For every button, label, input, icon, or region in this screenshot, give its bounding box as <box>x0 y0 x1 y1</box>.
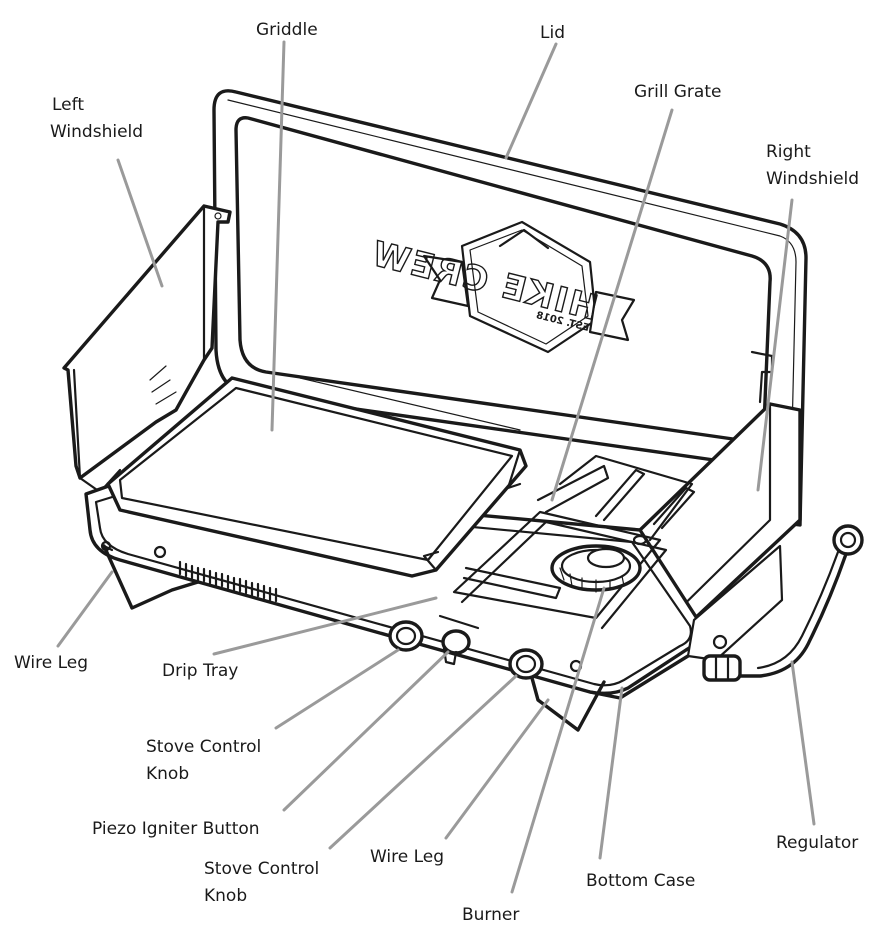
leader-lid <box>504 42 558 160</box>
stove-control-knob-left[interactable] <box>388 620 424 652</box>
leader-left-windshield <box>116 158 164 288</box>
label-stove-knob-left-line2: Knob <box>146 764 189 784</box>
leader-wire-leg-left <box>56 570 114 648</box>
label-lid: Lid <box>540 23 565 43</box>
leader-burner <box>510 586 606 894</box>
leader-bottom-case <box>598 686 624 860</box>
leader-stove-knob-right <box>328 674 518 850</box>
label-right-windshield-line1: Right <box>766 142 811 162</box>
stove-control-knob-right[interactable] <box>508 648 544 680</box>
label-stove-knob-left-line1: Stove Control <box>146 737 261 757</box>
label-left-windshield-line1: Left <box>52 95 84 115</box>
hike-crew-logo: HIKE CREW EST. 2018 <box>366 220 636 354</box>
leader-lines <box>56 40 816 894</box>
regulator <box>702 524 864 682</box>
label-drip-tray: Drip Tray <box>162 661 238 681</box>
label-burner: Burner <box>462 905 519 925</box>
label-grill-grate: Grill Grate <box>634 82 721 102</box>
wire-leg-left <box>102 544 200 610</box>
label-bottom-case: Bottom Case <box>586 871 695 891</box>
label-wire-leg-left: Wire Leg <box>14 653 88 673</box>
burner <box>550 534 648 593</box>
leader-wire-leg-right <box>444 698 550 840</box>
piezo-igniter-button[interactable] <box>441 629 471 666</box>
vent-slots <box>178 560 278 603</box>
label-left-windshield-line2: Windshield <box>50 122 143 142</box>
label-piezo-igniter-button: Piezo Igniter Button <box>92 819 260 839</box>
leader-stove-knob-left <box>274 648 400 730</box>
griddle <box>106 376 528 578</box>
label-griddle: Griddle <box>256 20 318 40</box>
leader-regulator <box>790 660 816 826</box>
label-wire-leg-right: Wire Leg <box>370 847 444 867</box>
label-stove-knob-right-line2: Knob <box>204 886 247 906</box>
leader-drip-tray <box>212 596 438 656</box>
leader-piezo <box>282 650 450 812</box>
grill-grate <box>452 454 696 630</box>
label-regulator: Regulator <box>776 833 858 853</box>
part-labels: Griddle Lid Left Windshield Grill Grate … <box>14 20 859 925</box>
wire-leg-right <box>530 676 606 732</box>
leader-grill-grate <box>550 108 674 502</box>
label-stove-knob-right-line1: Stove Control <box>204 859 319 879</box>
label-right-windshield-line2: Windshield <box>766 169 859 189</box>
leader-griddle <box>270 40 286 432</box>
leader-right-windshield <box>756 198 794 492</box>
